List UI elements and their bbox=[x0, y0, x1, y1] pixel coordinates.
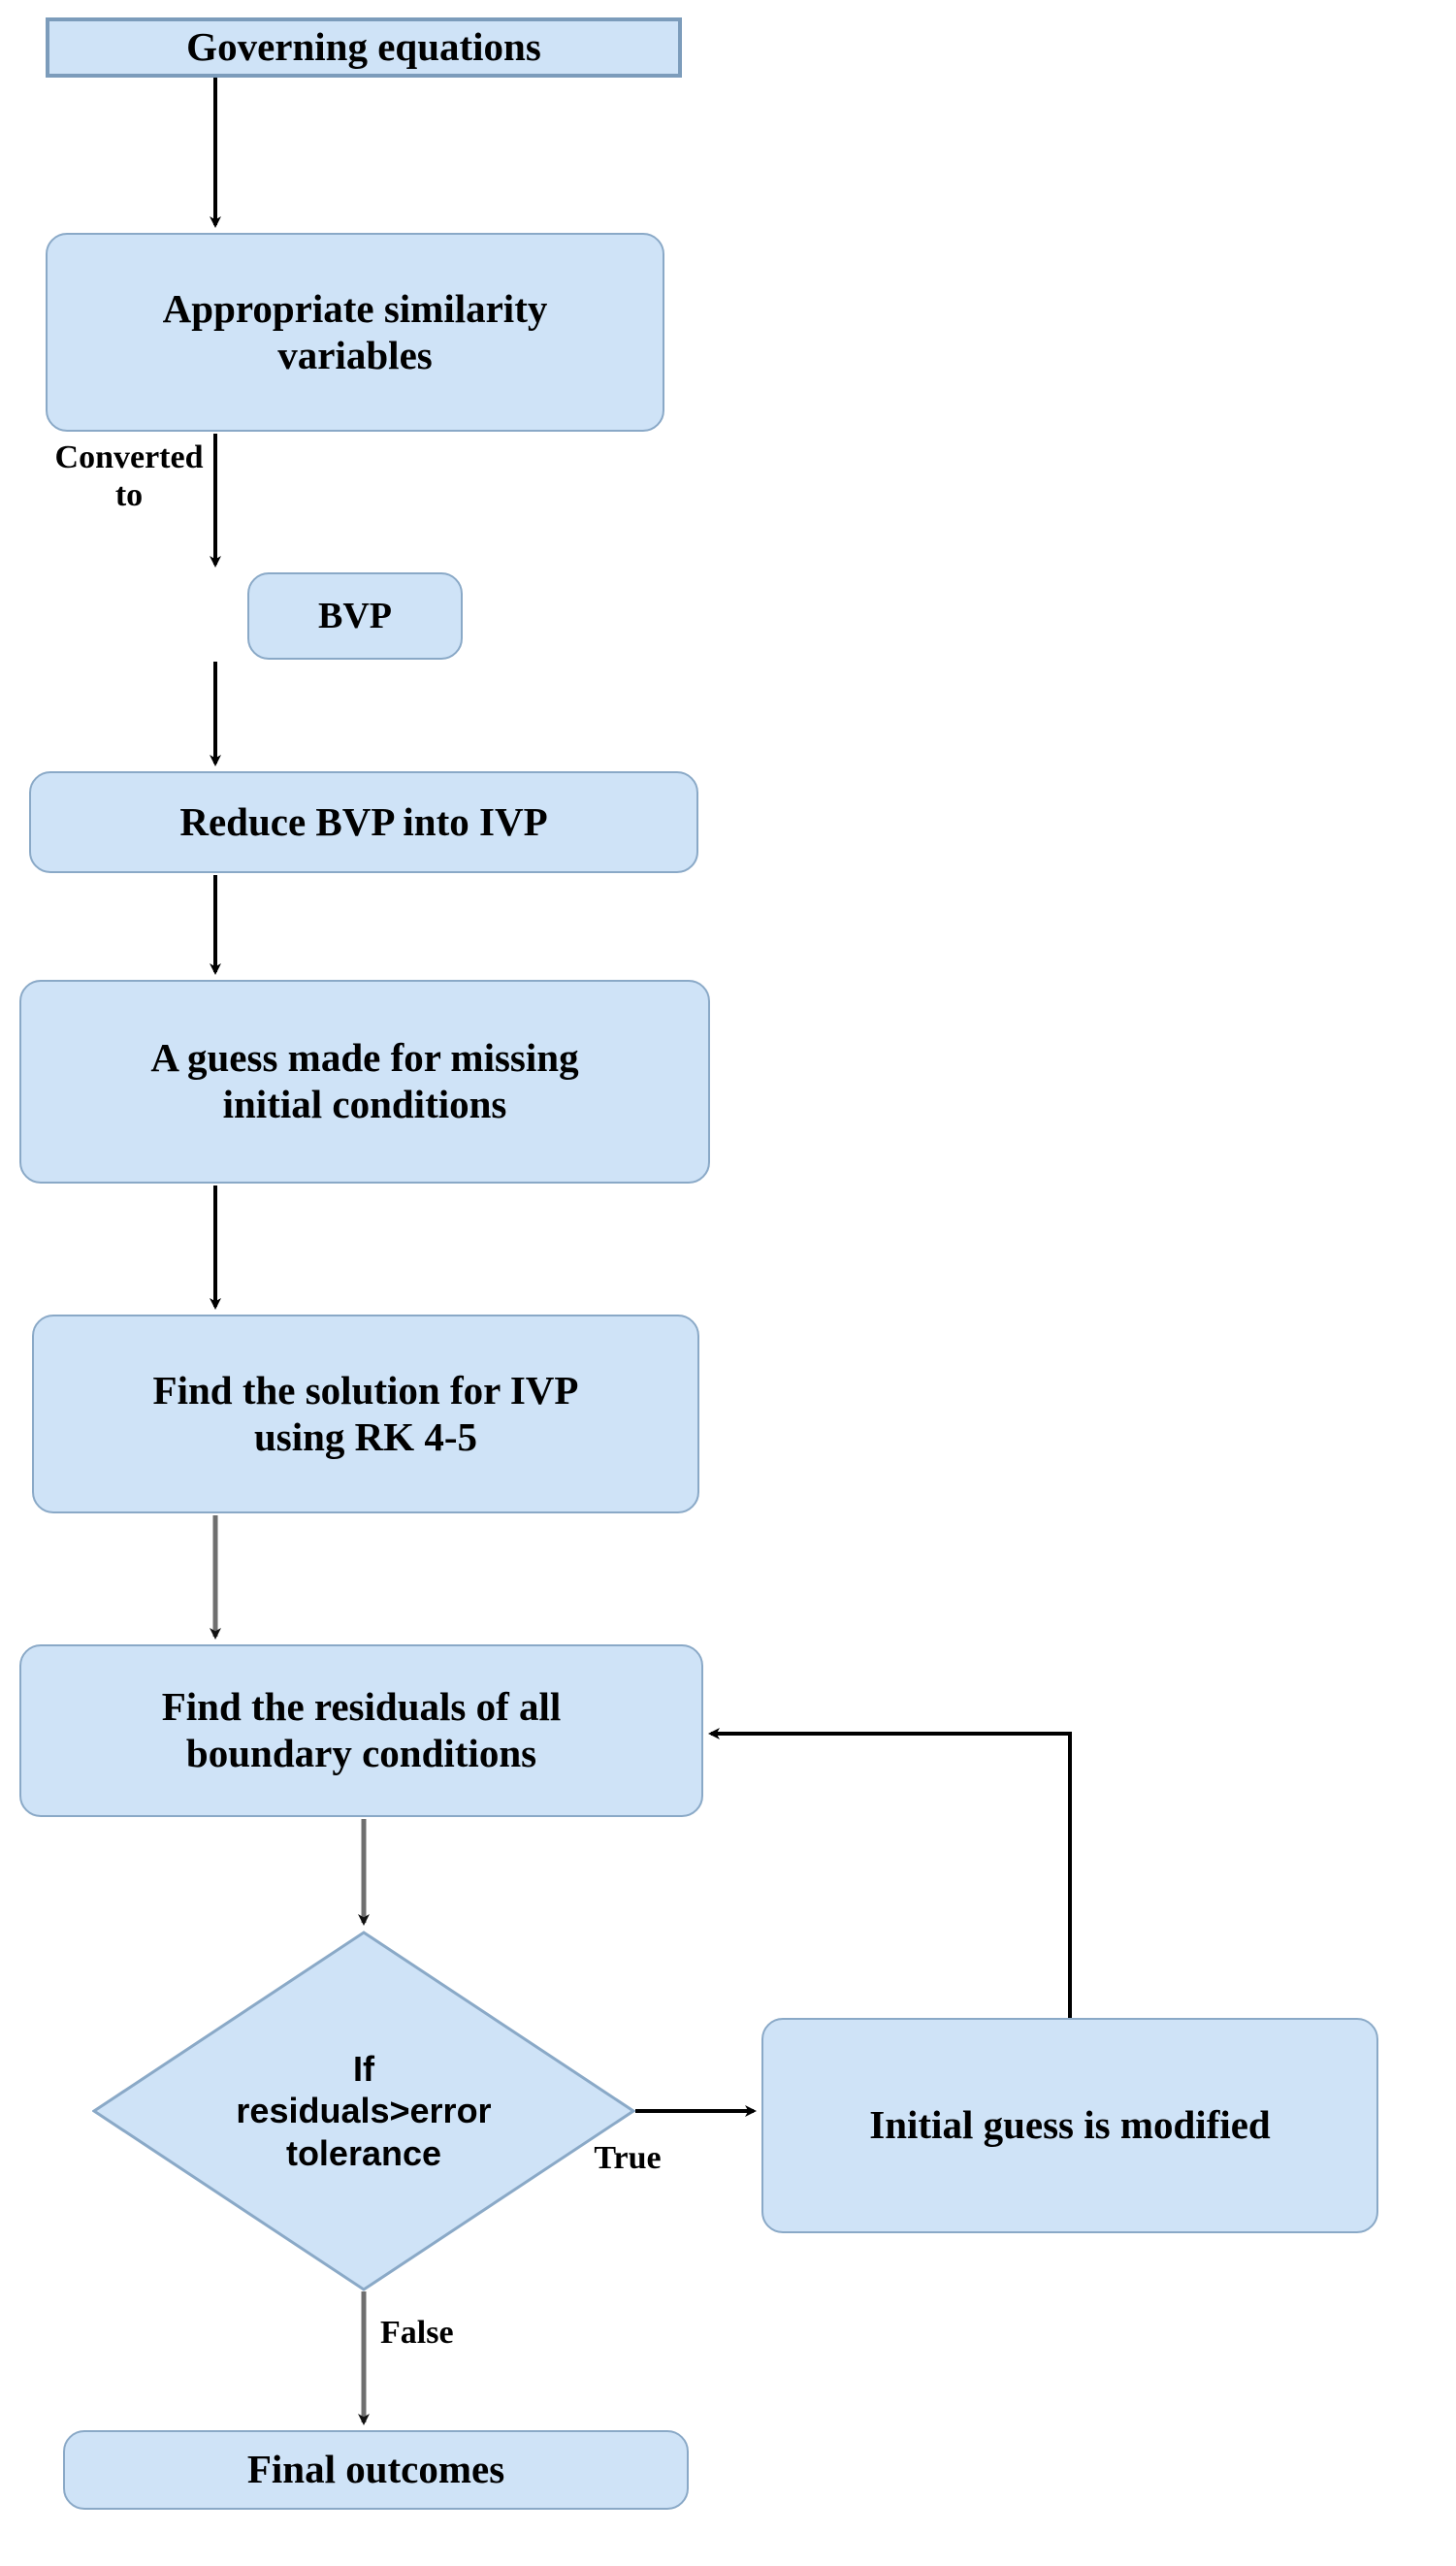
node-label-decision-residuals: If residuals>error tolerance bbox=[236, 2049, 492, 2173]
node-similarity-variables[interactable]: Appropriate similarity variables bbox=[46, 233, 664, 432]
node-find-residuals[interactable]: Find the residuals of all boundary condi… bbox=[19, 1644, 703, 1817]
node-bvp[interactable]: BVP bbox=[247, 572, 463, 660]
edge-label-true: True bbox=[594, 2140, 662, 2176]
node-label-modify-initial-guess: Initial guess is modified bbox=[869, 2102, 1271, 2148]
node-solve-ivp-rk45[interactable]: Find the solution for IVP using RK 4-5 bbox=[32, 1315, 699, 1513]
node-label-final-outcomes: Final outcomes bbox=[246, 2447, 505, 2492]
node-modify-initial-guess[interactable]: Initial guess is modified bbox=[761, 2018, 1378, 2233]
edge-label-false: False bbox=[380, 2315, 454, 2351]
node-governing-equations[interactable]: Governing equations bbox=[46, 17, 682, 78]
node-reduce-bvp-to-ivp[interactable]: Reduce BVP into IVP bbox=[29, 771, 698, 873]
node-guess-missing-ic[interactable]: A guess made for missing initial conditi… bbox=[19, 980, 710, 1184]
diamond-shape bbox=[91, 1931, 636, 2291]
node-final-outcomes[interactable]: Final outcomes bbox=[63, 2430, 689, 2510]
node-label-solve-ivp-rk45: Find the solution for IVP using RK 4-5 bbox=[152, 1367, 579, 1459]
node-label-guess-missing-ic: A guess made for missing initial conditi… bbox=[150, 1035, 579, 1126]
node-decision-residuals[interactable]: If residuals>error tolerance bbox=[91, 1931, 636, 2291]
node-label-similarity-variables: Appropriate similarity variables bbox=[162, 285, 548, 377]
node-label-find-residuals: Find the residuals of all boundary condi… bbox=[161, 1684, 562, 1775]
node-label-reduce-bvp-to-ivp: Reduce BVP into IVP bbox=[179, 798, 548, 844]
edge-label-converted-to: Converted to bbox=[54, 439, 204, 514]
node-label-bvp: BVP bbox=[318, 595, 392, 636]
node-label-governing-equations: Governing equations bbox=[186, 24, 541, 70]
connector-feedback-loop bbox=[708, 1728, 1072, 2018]
